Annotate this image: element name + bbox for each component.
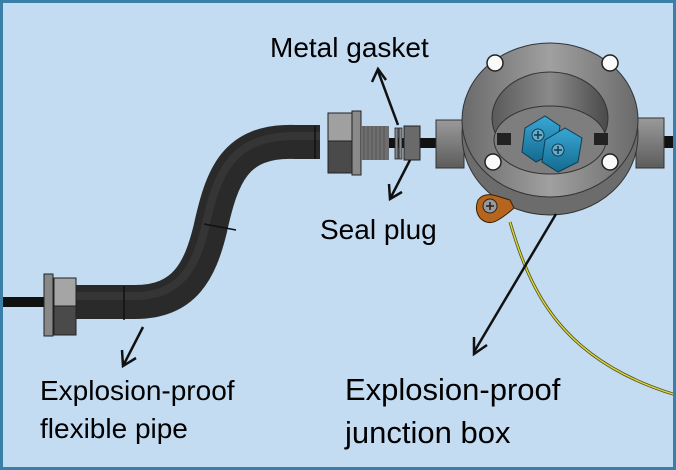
label-metal-gasket: Metal gasket	[270, 32, 429, 63]
label-junction-box: Explosion-proof junction box	[345, 372, 561, 450]
flexible-pipe	[75, 124, 320, 320]
terminal-blocks	[521, 115, 583, 173]
pipe-fitting	[327, 110, 389, 176]
left-fitting	[43, 273, 77, 337]
left-cable	[3, 297, 45, 307]
metal-gasket-arrow	[376, 70, 400, 126]
ground-lug	[475, 194, 515, 224]
seal-plug	[403, 125, 421, 161]
annotation-arrows	[120, 66, 558, 369]
bolts	[484, 54, 619, 171]
flexible-pipe-arrow	[122, 326, 145, 365]
junction-box-arrow	[472, 213, 558, 353]
seal-plug-arrow	[389, 159, 412, 198]
metal-gasket	[394, 127, 403, 160]
label-seal-plug: Seal plug	[320, 214, 437, 245]
label-flexible-pipe: Explosion-proof flexible pipe	[40, 375, 235, 444]
